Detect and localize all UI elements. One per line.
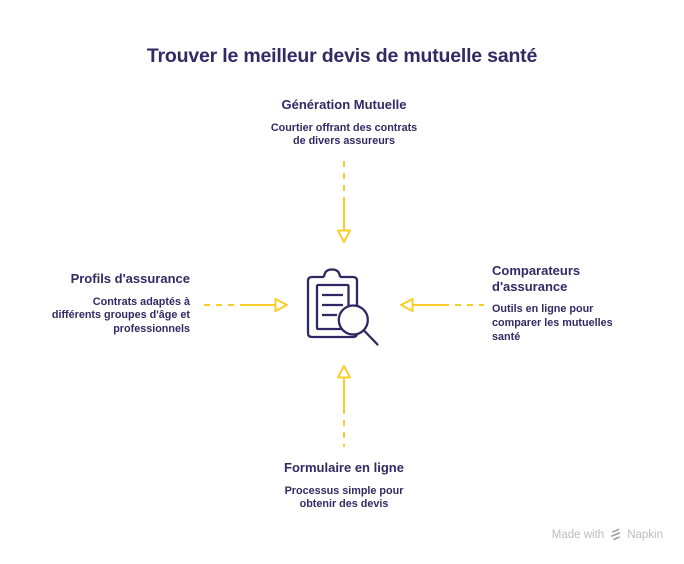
node-heading: Formulaire en ligne bbox=[284, 460, 404, 475]
node-profils-assurance: Profils d'assurance Contrats adaptés à d… bbox=[30, 271, 190, 337]
arrow-down-icon bbox=[335, 160, 353, 244]
node-heading: Génération Mutuelle bbox=[281, 97, 407, 112]
napkin-credit: Made with Napkin bbox=[552, 528, 663, 541]
arrow-right-icon bbox=[203, 296, 289, 314]
arrow-up-icon bbox=[335, 364, 353, 448]
node-generation-mutuelle: Génération Mutuelle Courtier offrant des… bbox=[234, 97, 454, 149]
node-description: Contrats adaptés à différents groupes d'… bbox=[51, 295, 190, 335]
clipboard-magnifier-icon bbox=[304, 264, 382, 348]
arrow-left-icon bbox=[399, 296, 485, 314]
node-formulaire-en-ligne: Formulaire en ligne Processus simple pou… bbox=[234, 460, 454, 512]
page-title: Trouver le meilleur devis de mutuelle sa… bbox=[146, 45, 538, 67]
node-heading: Comparateurs d'assurance bbox=[492, 263, 581, 294]
node-description: Processus simple pour obtenir des devis bbox=[284, 484, 404, 511]
node-description: Outils en ligne pour comparer les mutuel… bbox=[492, 303, 613, 343]
napkin-logo-icon bbox=[609, 528, 622, 541]
node-comparateurs-assurance: Comparateurs d'assurance Outils en ligne… bbox=[492, 263, 642, 344]
credit-prefix: Made with bbox=[551, 528, 605, 541]
credit-brand: Napkin bbox=[627, 528, 663, 541]
node-heading: Profils d'assurance bbox=[70, 271, 190, 286]
node-description: Courtier offrant des contrats de divers … bbox=[270, 121, 418, 148]
